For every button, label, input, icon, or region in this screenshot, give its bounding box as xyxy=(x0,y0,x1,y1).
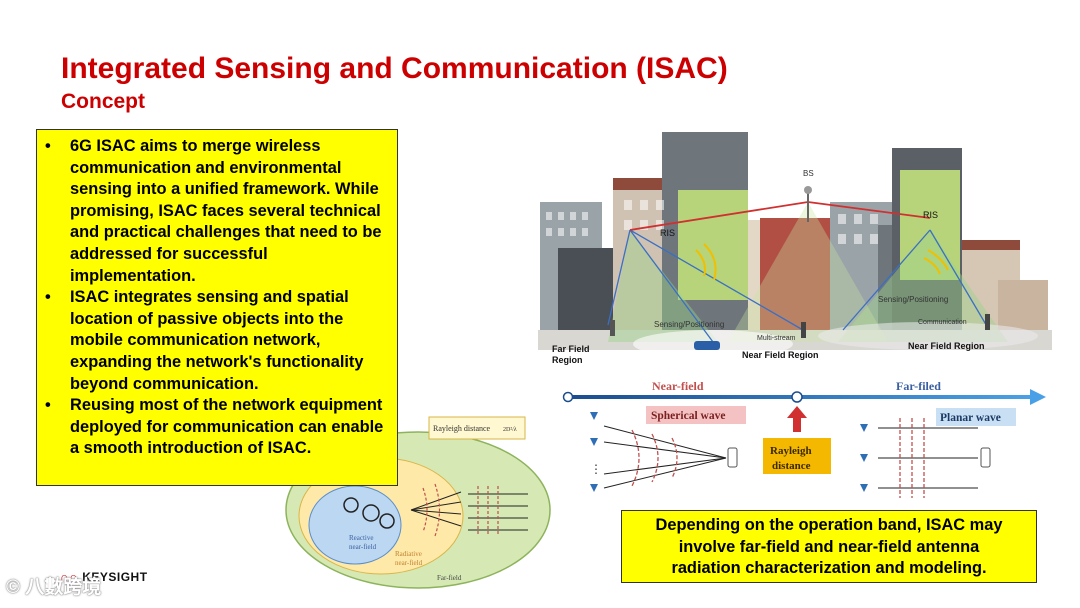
radiative-label-2: near-field xyxy=(395,559,423,567)
far-field-axis-label: Far-filed xyxy=(896,379,941,393)
antenna-icon xyxy=(590,412,598,420)
planar-wave-label: Planar wave xyxy=(940,412,1001,424)
axis-origin-marker xyxy=(562,391,574,403)
callout-line: radiation characterization and modeling. xyxy=(671,559,987,578)
person-icon xyxy=(610,320,615,336)
person-icon xyxy=(985,314,990,330)
keysight-logo: ∩∩ KEYSIGHT xyxy=(60,570,148,584)
near-field-region-right-label: Near Field Region xyxy=(908,341,985,351)
rayleigh-distance-box: Rayleigh distance 2D²/λ xyxy=(428,416,526,440)
device-icon xyxy=(727,447,738,468)
sensing-right-label: Sensing/Positioning xyxy=(878,295,948,304)
antenna-icon xyxy=(590,438,598,446)
rayleigh-formula: 2D²/λ xyxy=(503,427,517,433)
communication-label: Communication xyxy=(918,319,967,326)
city-isac-illustration: BS RIS RIS Sensing/Positioning Multi-str… xyxy=(538,132,1052,365)
reactive-label-1: Reactive xyxy=(349,534,374,542)
watermark: © 八數跨境 xyxy=(6,577,102,598)
far-field-label: Far-field xyxy=(437,574,462,582)
callout-line: involve far-field and near-field antenna xyxy=(678,537,980,556)
antenna-icon xyxy=(860,454,868,462)
car-icon xyxy=(694,341,720,350)
radiative-label-1: Radiative xyxy=(395,550,422,558)
near-far-field-diagram: Near-field Far-filed Spherical wave Plan… xyxy=(562,379,1046,498)
rayleigh-arrow-icon xyxy=(787,406,807,432)
antenna-icon xyxy=(860,424,868,432)
ris-right-label: RIS xyxy=(923,210,938,220)
reactive-label-2: near-field xyxy=(349,543,377,551)
slide-subtitle: Concept xyxy=(61,90,145,113)
bullet-item: • Reusing most of the network equipment d… xyxy=(45,395,391,460)
rayleigh-marker xyxy=(791,391,803,403)
person-icon xyxy=(801,322,806,338)
bullet-marker: • xyxy=(45,288,51,307)
far-field-region-label-1: Far Field xyxy=(552,344,590,354)
bullet-item: • ISAC integrates sensing and spatial loc… xyxy=(45,287,391,395)
city-buildings xyxy=(538,132,1052,350)
device-icon xyxy=(980,447,991,468)
rayleigh-label-2: distance xyxy=(772,460,811,472)
antenna-ellipsis: ⋮ xyxy=(590,462,602,476)
sensing-left-label: Sensing/Positioning xyxy=(654,320,724,329)
bullet-marker: • xyxy=(45,396,51,415)
antenna-icon xyxy=(860,484,868,492)
multi-stream-label: Multi-stream xyxy=(757,335,796,342)
slide-title: Integrated Sensing and Communication (IS… xyxy=(61,52,728,85)
keysight-logo-text: KEYSIGHT xyxy=(82,570,148,584)
bullet-text: ISAC integrates sensing and spatial loca… xyxy=(70,288,364,393)
near-field-region-center-label: Near Field Region xyxy=(742,350,819,360)
base-station-icon xyxy=(804,186,812,222)
near-field-axis-label: Near-field xyxy=(652,379,704,393)
rayleigh-distance-label: Rayleigh distance xyxy=(433,424,491,433)
bullet-text: 6G ISAC aims to merge wireless communica… xyxy=(70,137,382,285)
antenna-icon xyxy=(590,484,598,492)
operation-band-callout: Depending on the operation band, ISAC ma… xyxy=(621,510,1037,583)
bs-label: BS xyxy=(803,169,814,178)
callout-line: Depending on the operation band, ISAC ma… xyxy=(655,516,1003,534)
bullet-text: Reusing most of the network equipment de… xyxy=(70,396,384,458)
reactive-ellipse xyxy=(308,485,402,565)
bullet-marker: • xyxy=(45,137,51,155)
far-field-region-label-2: Region xyxy=(552,355,583,365)
isac-bullets-box: • 6G ISAC aims to merge wireless communic… xyxy=(36,129,398,486)
bullet-item: • 6G ISAC aims to merge wireless communic… xyxy=(45,136,391,287)
keysight-mark-icon: ∩∩ xyxy=(60,570,79,584)
spherical-wave-label: Spherical wave xyxy=(651,410,725,422)
rayleigh-label-1: Rayleigh xyxy=(770,445,812,457)
ris-left-label: RIS xyxy=(660,228,675,238)
